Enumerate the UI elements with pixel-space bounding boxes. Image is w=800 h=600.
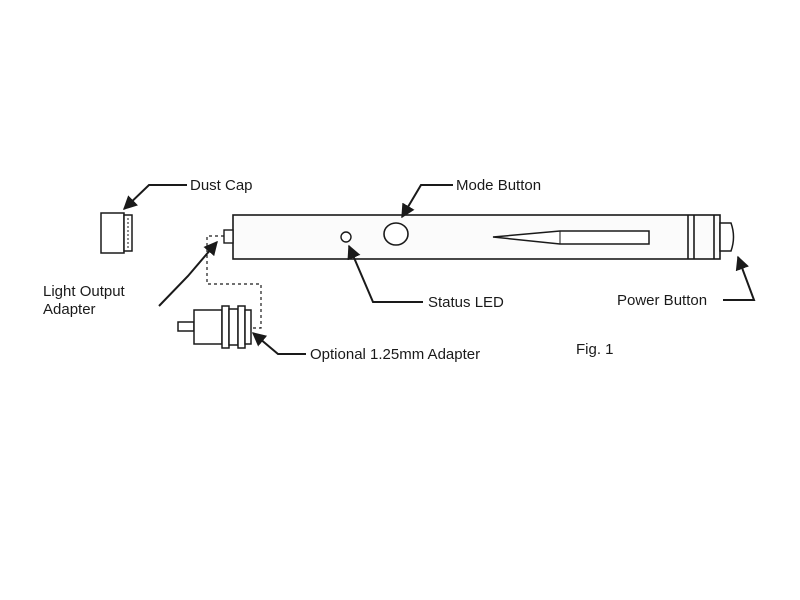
- status-led-icon: [340, 231, 352, 243]
- light-output-adapter-label-line1: Light Output: [43, 283, 126, 300]
- power-button-icon[interactable]: [719, 222, 735, 252]
- dust-cap-label: Dust Cap: [190, 177, 253, 194]
- status-led-label: Status LED: [428, 294, 504, 311]
- light-output-leader: [158, 240, 218, 307]
- dust-cap-leader: [122, 184, 187, 210]
- dust-cap-icon: [100, 212, 133, 254]
- leader-lines: [122, 184, 756, 355]
- optional-adapter-icon: [177, 305, 252, 349]
- light-output-nub: [223, 229, 234, 244]
- figure-label: Fig. 1: [576, 341, 614, 358]
- optional-adapter-leader: [251, 332, 306, 355]
- mode-button-icon[interactable]: [383, 222, 409, 246]
- status-led-leader: [347, 244, 423, 303]
- power-button-leader: [723, 255, 756, 301]
- power-button-label: Power Button: [617, 292, 707, 309]
- optional-adapter-label: Optional 1.25mm Adapter: [310, 346, 480, 363]
- mode-button-label: Mode Button: [456, 177, 541, 194]
- mode-button-leader: [401, 184, 453, 219]
- adapter-connection-dashed: [206, 235, 262, 329]
- pocket-clip: [492, 230, 650, 245]
- light-output-adapter-label-line2: Adapter: [43, 301, 96, 318]
